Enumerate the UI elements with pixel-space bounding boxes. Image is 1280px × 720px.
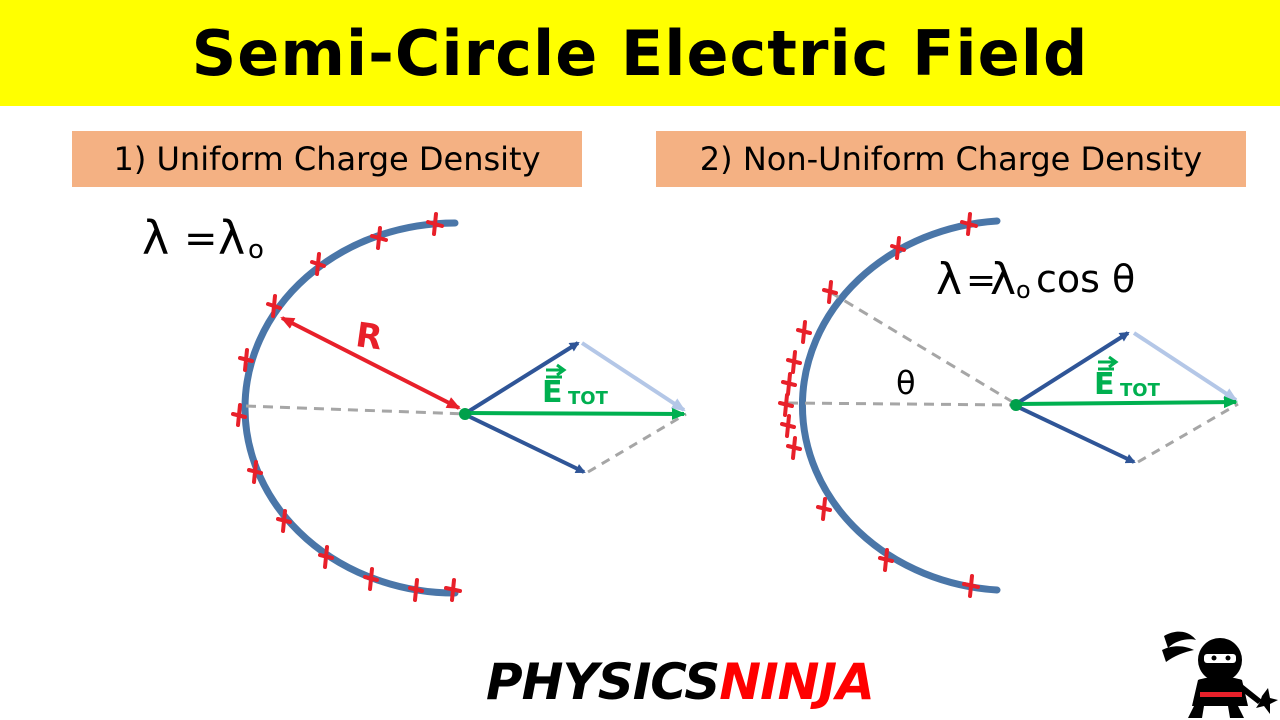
brand-part-physics: PHYSICS: [486, 653, 720, 711]
lambda-eq-uniform: =: [184, 216, 218, 262]
uniform-density-label-text: 1) Uniform Charge Density: [113, 140, 541, 178]
radius-arrow: [280, 316, 461, 410]
lambda-rhs-nonuniform: λ: [990, 254, 1016, 305]
semicircle-arc-uniform: [241, 219, 459, 597]
semicircle-arc-nonuniform: [799, 217, 1001, 594]
component-arrow-upper-uniform: [464, 341, 580, 415]
nonuniform-density-label-text: 2) Non-Uniform Charge Density: [699, 140, 1203, 178]
lambda-equation-uniform: λ = λ o: [142, 211, 264, 265]
dashed-axis-nonuniform: [787, 401, 1019, 407]
field-symbol-nonuniform: E: [1094, 367, 1115, 402]
component-arrow-lower-nonuniform: [1015, 404, 1136, 464]
charge-marks-uniform: [231, 212, 462, 602]
lambda-rhs-uniform: λ: [218, 211, 245, 265]
lambda-equation-nonuniform: λ = λ o cos θ: [936, 254, 1135, 305]
parallelogram-upper-uniform: [580, 341, 686, 412]
field-point-uniform: [459, 408, 471, 420]
field-symbol-uniform: E: [542, 375, 563, 410]
parallelogram-lower-dashed-uniform: [587, 412, 687, 474]
brand-wordmark: PHYSICS NINJA: [486, 652, 875, 712]
nonuniform-density-label: 2) Non-Uniform Charge Density: [656, 131, 1246, 187]
charge-marks-nonuniform: [778, 212, 980, 598]
dashed-axis-uniform: [245, 404, 467, 416]
nonuniform-diagram: θ E TOT λ = λ o cos θ: [778, 212, 1239, 598]
page-title: Semi-Circle Electric Field: [191, 16, 1089, 90]
lambda-eq-nonuniform: =: [966, 260, 996, 301]
lambda-sub-nonuniform: o: [1016, 276, 1031, 304]
brand-part-ninja: NINJA: [719, 653, 875, 711]
field-subscript-nonuniform: TOT: [1120, 380, 1161, 401]
field-vector-hat-nonuniform: [1098, 355, 1119, 371]
field-subscript-uniform: TOT: [568, 388, 609, 409]
uniform-density-label: 1) Uniform Charge Density: [72, 131, 582, 187]
field-arrow-uniform: [465, 407, 686, 420]
radius-label: R: [353, 315, 384, 358]
lambda-lhs-uniform: λ: [142, 211, 169, 265]
field-arrow-nonuniform: [1015, 396, 1238, 409]
parallelogram-upper-nonuniform: [1132, 331, 1238, 402]
angle-label: θ: [896, 364, 916, 402]
dashed-angle-ray: [829, 290, 1017, 406]
component-arrow-upper-nonuniform: [1014, 331, 1130, 406]
parallelogram-lower-dashed-nonuniform: [1137, 402, 1239, 464]
ninja-logo-icon: [1162, 631, 1278, 718]
uniform-diagram: R E TOT λ = λ o: [142, 211, 687, 602]
component-arrow-lower-uniform: [465, 413, 586, 474]
lambda-sub-uniform: o: [248, 235, 264, 265]
field-point-nonuniform: [1010, 399, 1022, 411]
lambda-func-nonuniform: cos θ: [1036, 257, 1135, 301]
field-vector-hat-uniform: [546, 363, 567, 379]
lambda-lhs-nonuniform: λ: [936, 254, 962, 305]
title-bar: Semi-Circle Electric Field: [0, 0, 1280, 106]
